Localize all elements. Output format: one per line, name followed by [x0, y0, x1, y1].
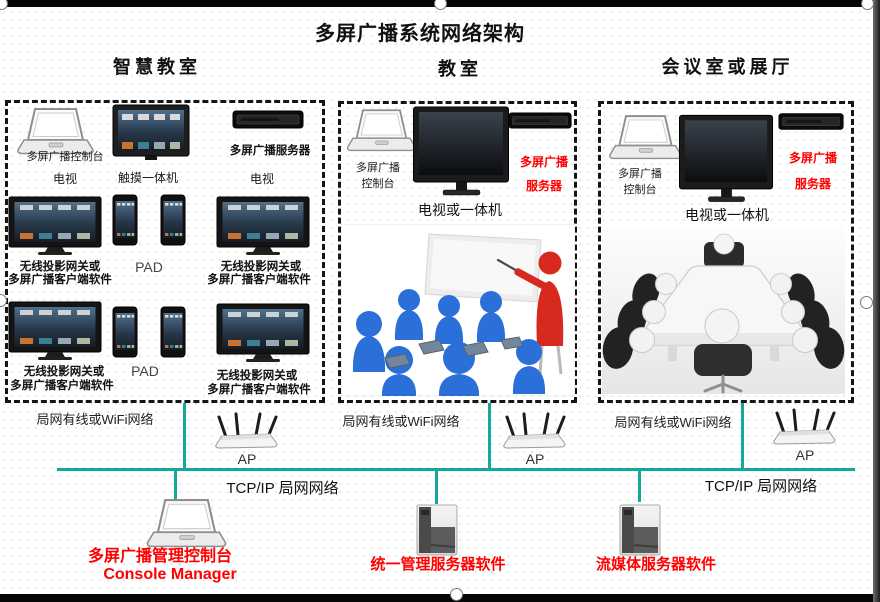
label-ap: AP — [525, 451, 545, 467]
label-wireless-gateway: 无线投影网关或 — [216, 370, 298, 382]
label-client-software: 多屏广播客户端软件 — [10, 380, 114, 392]
label-console-manager-cn: 多屏广播管理控制台 — [87, 548, 232, 565]
header-meeting-room: 会议室或展厅 — [661, 57, 794, 77]
tv-icon — [8, 196, 102, 255]
label-lan: 局网有线或WiFi网络 — [342, 414, 460, 429]
connector-smart-classroom — [183, 403, 186, 470]
label-ap: AP — [237, 451, 257, 467]
pad-icon — [160, 306, 186, 358]
connector-console-manager — [174, 470, 177, 502]
label-wireless-gateway: 无线投影网关或 — [19, 261, 101, 273]
connector-streaming-server — [638, 470, 641, 502]
label-client-software: 多屏广播客户端软件 — [207, 274, 311, 286]
left-figures — [602, 273, 677, 369]
label-touch-panel: 触摸一体机 — [117, 171, 178, 185]
zone-meeting-room — [598, 101, 854, 403]
tower-server-icon — [619, 504, 661, 556]
resize-handle-right-middle[interactable] — [860, 296, 873, 309]
label-client-software: 多屏广播客户端软件 — [207, 384, 311, 396]
label-console-line1: 多屏广播 — [356, 162, 400, 174]
tcpip-backbone-line — [57, 468, 855, 471]
server-bar-icon — [778, 113, 844, 130]
label-server-line1: 多屏广播 — [788, 151, 837, 165]
label-console-line2: 控制台 — [361, 178, 395, 190]
student-figures — [352, 289, 546, 396]
label-tcpip: TCP/IP 局网网络 — [704, 478, 818, 495]
right-figures — [770, 273, 845, 369]
ap-router-icon — [503, 412, 566, 449]
pad-icon — [112, 306, 138, 358]
page-title: 多屏广播系统网络架构 — [315, 23, 525, 45]
laptop-icon — [346, 109, 417, 152]
far-figure — [704, 233, 744, 268]
label-pad: PAD — [131, 363, 159, 379]
resize-handle-bottom-center[interactable] — [450, 588, 463, 601]
tv-icon — [8, 301, 102, 360]
laptop-icon — [17, 108, 94, 155]
resize-handle-top-right[interactable] — [861, 0, 874, 10]
monitor-icon — [678, 114, 774, 202]
console-laptop-icon — [146, 499, 227, 548]
slide-edge-bottom — [0, 594, 880, 602]
zone-smart-classroom — [5, 100, 325, 403]
label-client-software: 多屏广播客户端软件 — [8, 274, 112, 286]
resize-handle-top-center[interactable] — [434, 0, 447, 10]
label-console-manager-en: Console Manager — [103, 566, 237, 583]
resize-handle-top-left[interactable] — [0, 0, 8, 10]
label-tcpip: TCP/IP 局网网络 — [226, 480, 339, 497]
monitor-icon — [413, 106, 509, 196]
label-server-line2: 服务器 — [525, 179, 562, 193]
tower-server-icon — [416, 504, 458, 556]
label-broadcast-server: 多屏广播服务器 — [229, 145, 311, 157]
tv-icon — [216, 303, 310, 362]
label-tv: 电视 — [249, 172, 274, 186]
label-management-server: 统一管理服务器软件 — [370, 556, 506, 573]
connector-management-server — [435, 470, 438, 504]
foreground-figure — [694, 308, 752, 394]
label-console: 多屏广播控制台 — [26, 151, 104, 163]
header-classroom: 教室 — [438, 59, 482, 79]
label-streaming-server: 流媒体服务器软件 — [595, 556, 716, 573]
tv-icon — [216, 196, 310, 255]
connector-classroom — [488, 403, 491, 470]
label-lan: 局网有线或WiFi网络 — [614, 415, 732, 430]
pad-icon — [160, 194, 186, 246]
label-tv: 电视 — [52, 172, 77, 186]
label-ap: AP — [795, 447, 815, 463]
connector-meeting-room — [741, 403, 744, 470]
pad-icon — [112, 194, 138, 246]
conference-photo — [602, 226, 845, 394]
label-pad: PAD — [135, 259, 163, 275]
label-wireless-gateway: 无线投影网关或 — [220, 261, 302, 273]
header-smart-classroom: 智慧教室 — [113, 57, 201, 77]
touch-panel-icon — [112, 104, 190, 160]
slide-edge-right — [873, 0, 880, 602]
label-console-line1: 多屏广播 — [618, 168, 662, 180]
ap-router-icon — [215, 412, 278, 449]
classroom-photo — [341, 224, 575, 396]
label-console-line2: 控制台 — [623, 184, 657, 196]
label-wireless-gateway: 无线投影网关或 — [23, 366, 105, 378]
label-display: 电视或一体机 — [418, 202, 502, 218]
label-lan: 局网有线或WiFi网络 — [36, 412, 154, 427]
student-laptops — [384, 336, 524, 369]
teacher-figure — [514, 251, 564, 375]
laptop-icon — [609, 115, 682, 160]
label-server-line1: 多屏广播 — [519, 155, 568, 169]
label-server-line2: 服务器 — [794, 177, 831, 191]
ap-router-icon — [773, 408, 836, 445]
server-bar-icon — [232, 110, 304, 129]
zone-classroom — [338, 101, 577, 403]
label-display: 电视或一体机 — [685, 207, 769, 223]
server-bar-icon — [508, 112, 572, 129]
